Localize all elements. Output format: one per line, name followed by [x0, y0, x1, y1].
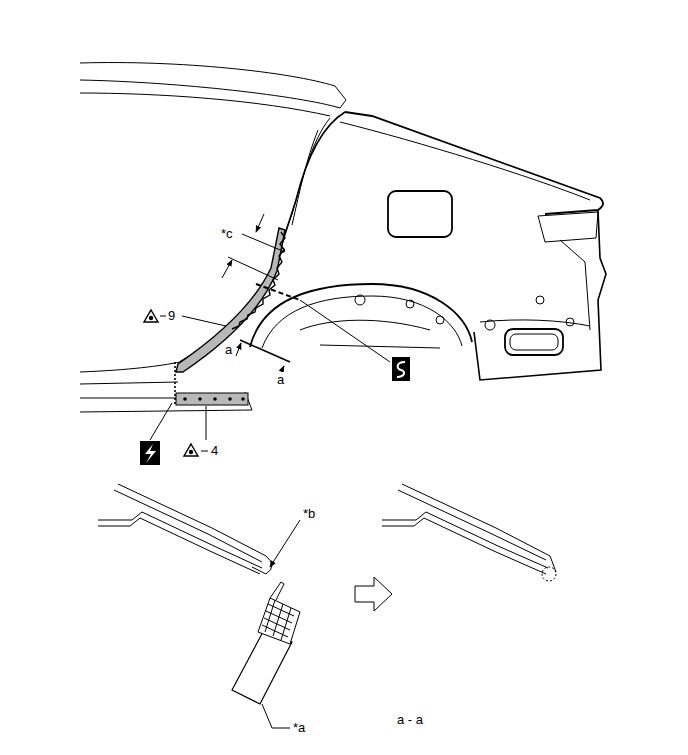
callout-label: 9 — [167, 308, 176, 323]
cut-line — [256, 284, 300, 300]
hem-section — [382, 484, 556, 581]
cut-line — [174, 362, 176, 406]
rocker-area — [176, 393, 248, 405]
leader-line — [270, 520, 300, 567]
callout-label: *c — [220, 226, 234, 241]
car-body — [80, 63, 606, 412]
weld-spots — [183, 397, 245, 401]
weld-symbol — [140, 403, 172, 465]
section-label: a - a — [396, 712, 424, 727]
callout-label: *a — [292, 720, 306, 735]
callout-label: a — [224, 342, 233, 357]
leader-line — [300, 300, 390, 362]
adhesive-symbol — [144, 310, 226, 456]
saw-symbol — [392, 357, 410, 381]
dimension-c — [222, 214, 285, 280]
hem-section — [98, 484, 272, 574]
callout-label: 4 — [210, 443, 219, 458]
cut-area — [176, 228, 285, 372]
callout-label: *b — [302, 506, 316, 521]
hemming-tool — [232, 582, 300, 728]
saw-cut-line — [232, 232, 285, 329]
process-arrow — [355, 577, 392, 611]
callout-label: a — [276, 372, 285, 387]
